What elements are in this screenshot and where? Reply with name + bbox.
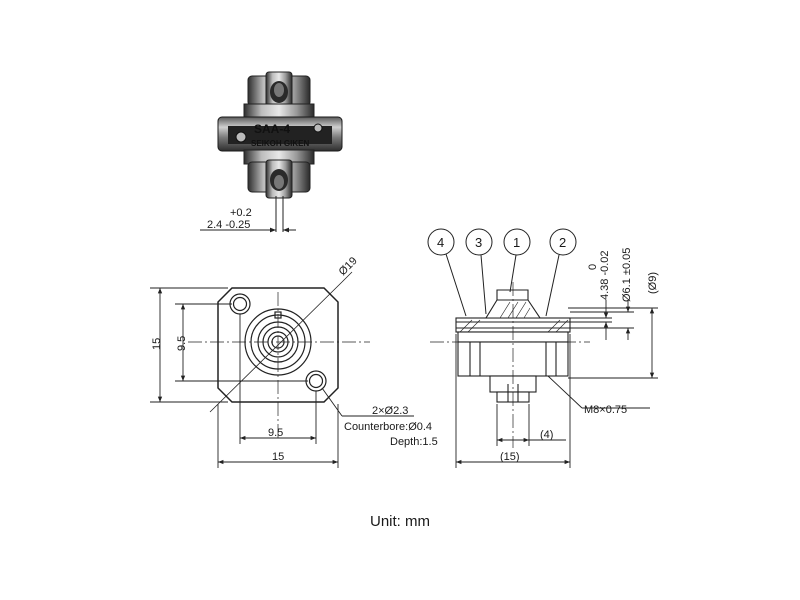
front-height-overall: 15 [151,338,163,350]
dim-flange-upper: 0 [587,264,599,270]
dim-flange-value: 4.38 -0.02 [599,250,611,300]
unit-label: Unit: mm [370,513,430,530]
front-height-holes: 9.5 [176,336,188,351]
dim-length: (15) [500,451,520,463]
keyslot-nominal: 2.4 -0.25 [207,219,250,231]
side-right-dimensions [540,300,658,409]
photo-brand-label: SEIKOH GIKEN [251,139,309,148]
dim-outer: (Ø9) [647,272,659,294]
keyslot-tol-upper: +0.2 [230,207,252,219]
side-bottom-dimensions [455,334,571,468]
dim-bore: Ø6.1 ±0.05 [621,248,633,302]
front-width-overall: 15 [272,451,284,463]
front-diameter-label: Ø19 [337,255,360,278]
balloon-4: 4 [437,235,444,250]
front-height-dimension [150,287,414,468]
keyslot-dimension [200,196,296,233]
front-view [188,271,370,440]
hole-callout-line2: Counterbore:Ø0.4 [344,421,432,433]
thread-label: M8×0.75 [584,404,627,416]
balloon-3: 3 [475,235,482,250]
front-width-holes: 9.5 [268,427,283,439]
balloon-1: 1 [513,235,520,250]
balloons [427,228,577,317]
hole-callout-line1: 2×Ø2.3 [372,405,408,417]
balloon-2: 2 [559,235,566,250]
dim-nut: (4) [540,429,553,441]
photo-model-label: SAA-4 [254,122,290,136]
hole-callout-line3: Depth:1.5 [390,436,438,448]
side-view [430,282,590,448]
adapter-photo: SAA-4 SEIKOH GIKEN [217,71,343,199]
